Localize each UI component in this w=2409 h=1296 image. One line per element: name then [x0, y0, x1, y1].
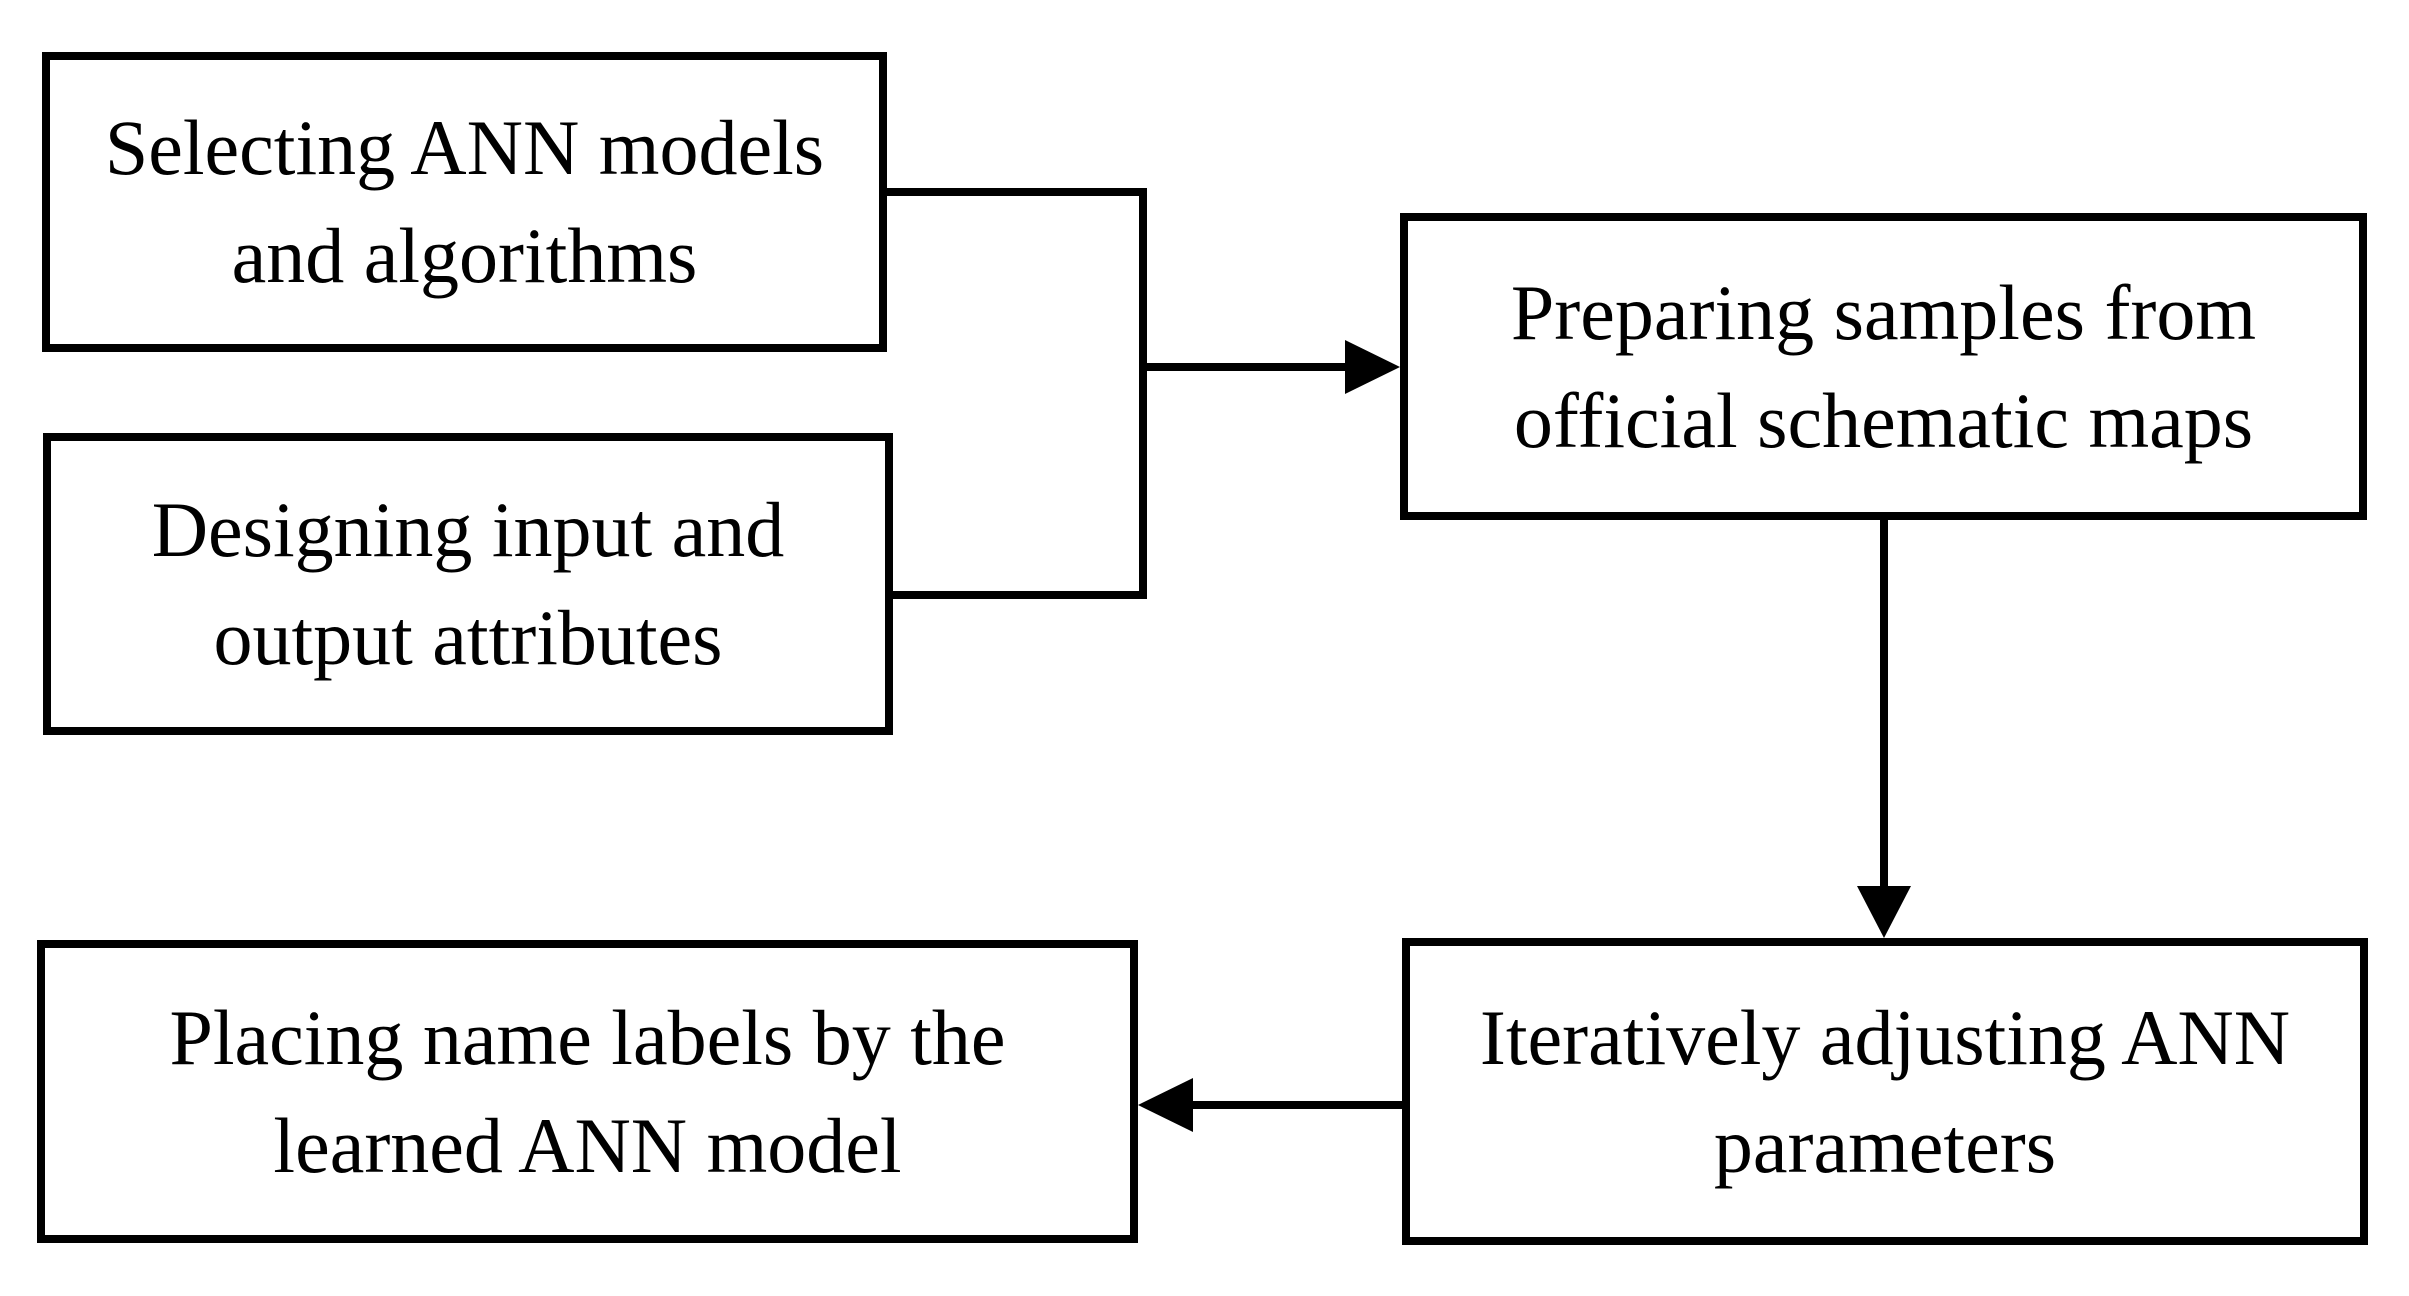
arrowhead-down-icon — [1857, 886, 1911, 938]
arrowhead-left-icon — [1138, 1078, 1193, 1132]
box-preparing-line1: Preparing samples from — [1510, 268, 2257, 356]
box-selecting-line2: and algorithms — [231, 212, 698, 299]
box-placing-line2: learned ANN model — [273, 1101, 902, 1189]
connector-merge-bracket — [1139, 188, 1147, 599]
connector-designing-to-bracket — [891, 591, 1147, 599]
box-adjusting-line2: parameters — [1713, 1101, 2057, 1189]
box-selecting-line1: Selecting ANN models — [104, 104, 825, 192]
box-adjusting-parameters: Iteratively adjusting ANN parameters — [1402, 938, 2368, 1245]
box-selecting-ann-models: Selecting ANN models and algorithms — [42, 52, 887, 352]
arrow-shaft-to-adjusting — [1880, 520, 1888, 890]
box-placing-labels: Placing name labels by the learned ANN m… — [37, 940, 1138, 1243]
connector-selecting-to-bracket — [885, 188, 1147, 196]
box-designing-line2: output attributes — [213, 594, 723, 681]
box-adjusting-line1: Iteratively adjusting ANN — [1479, 993, 2291, 1081]
arrowhead-right-icon — [1345, 340, 1400, 394]
box-designing-line1: Designing input and — [151, 486, 785, 574]
box-designing-attributes: Designing input and output attributes — [43, 433, 893, 735]
box-placing-line1: Placing name labels by the — [169, 993, 1006, 1081]
box-preparing-samples: Preparing samples from official schemati… — [1400, 213, 2367, 520]
arrow-shaft-to-placing — [1193, 1101, 1402, 1109]
box-preparing-line2: official schematic maps — [1513, 376, 2254, 464]
arrow-shaft-to-preparing — [1143, 363, 1350, 371]
